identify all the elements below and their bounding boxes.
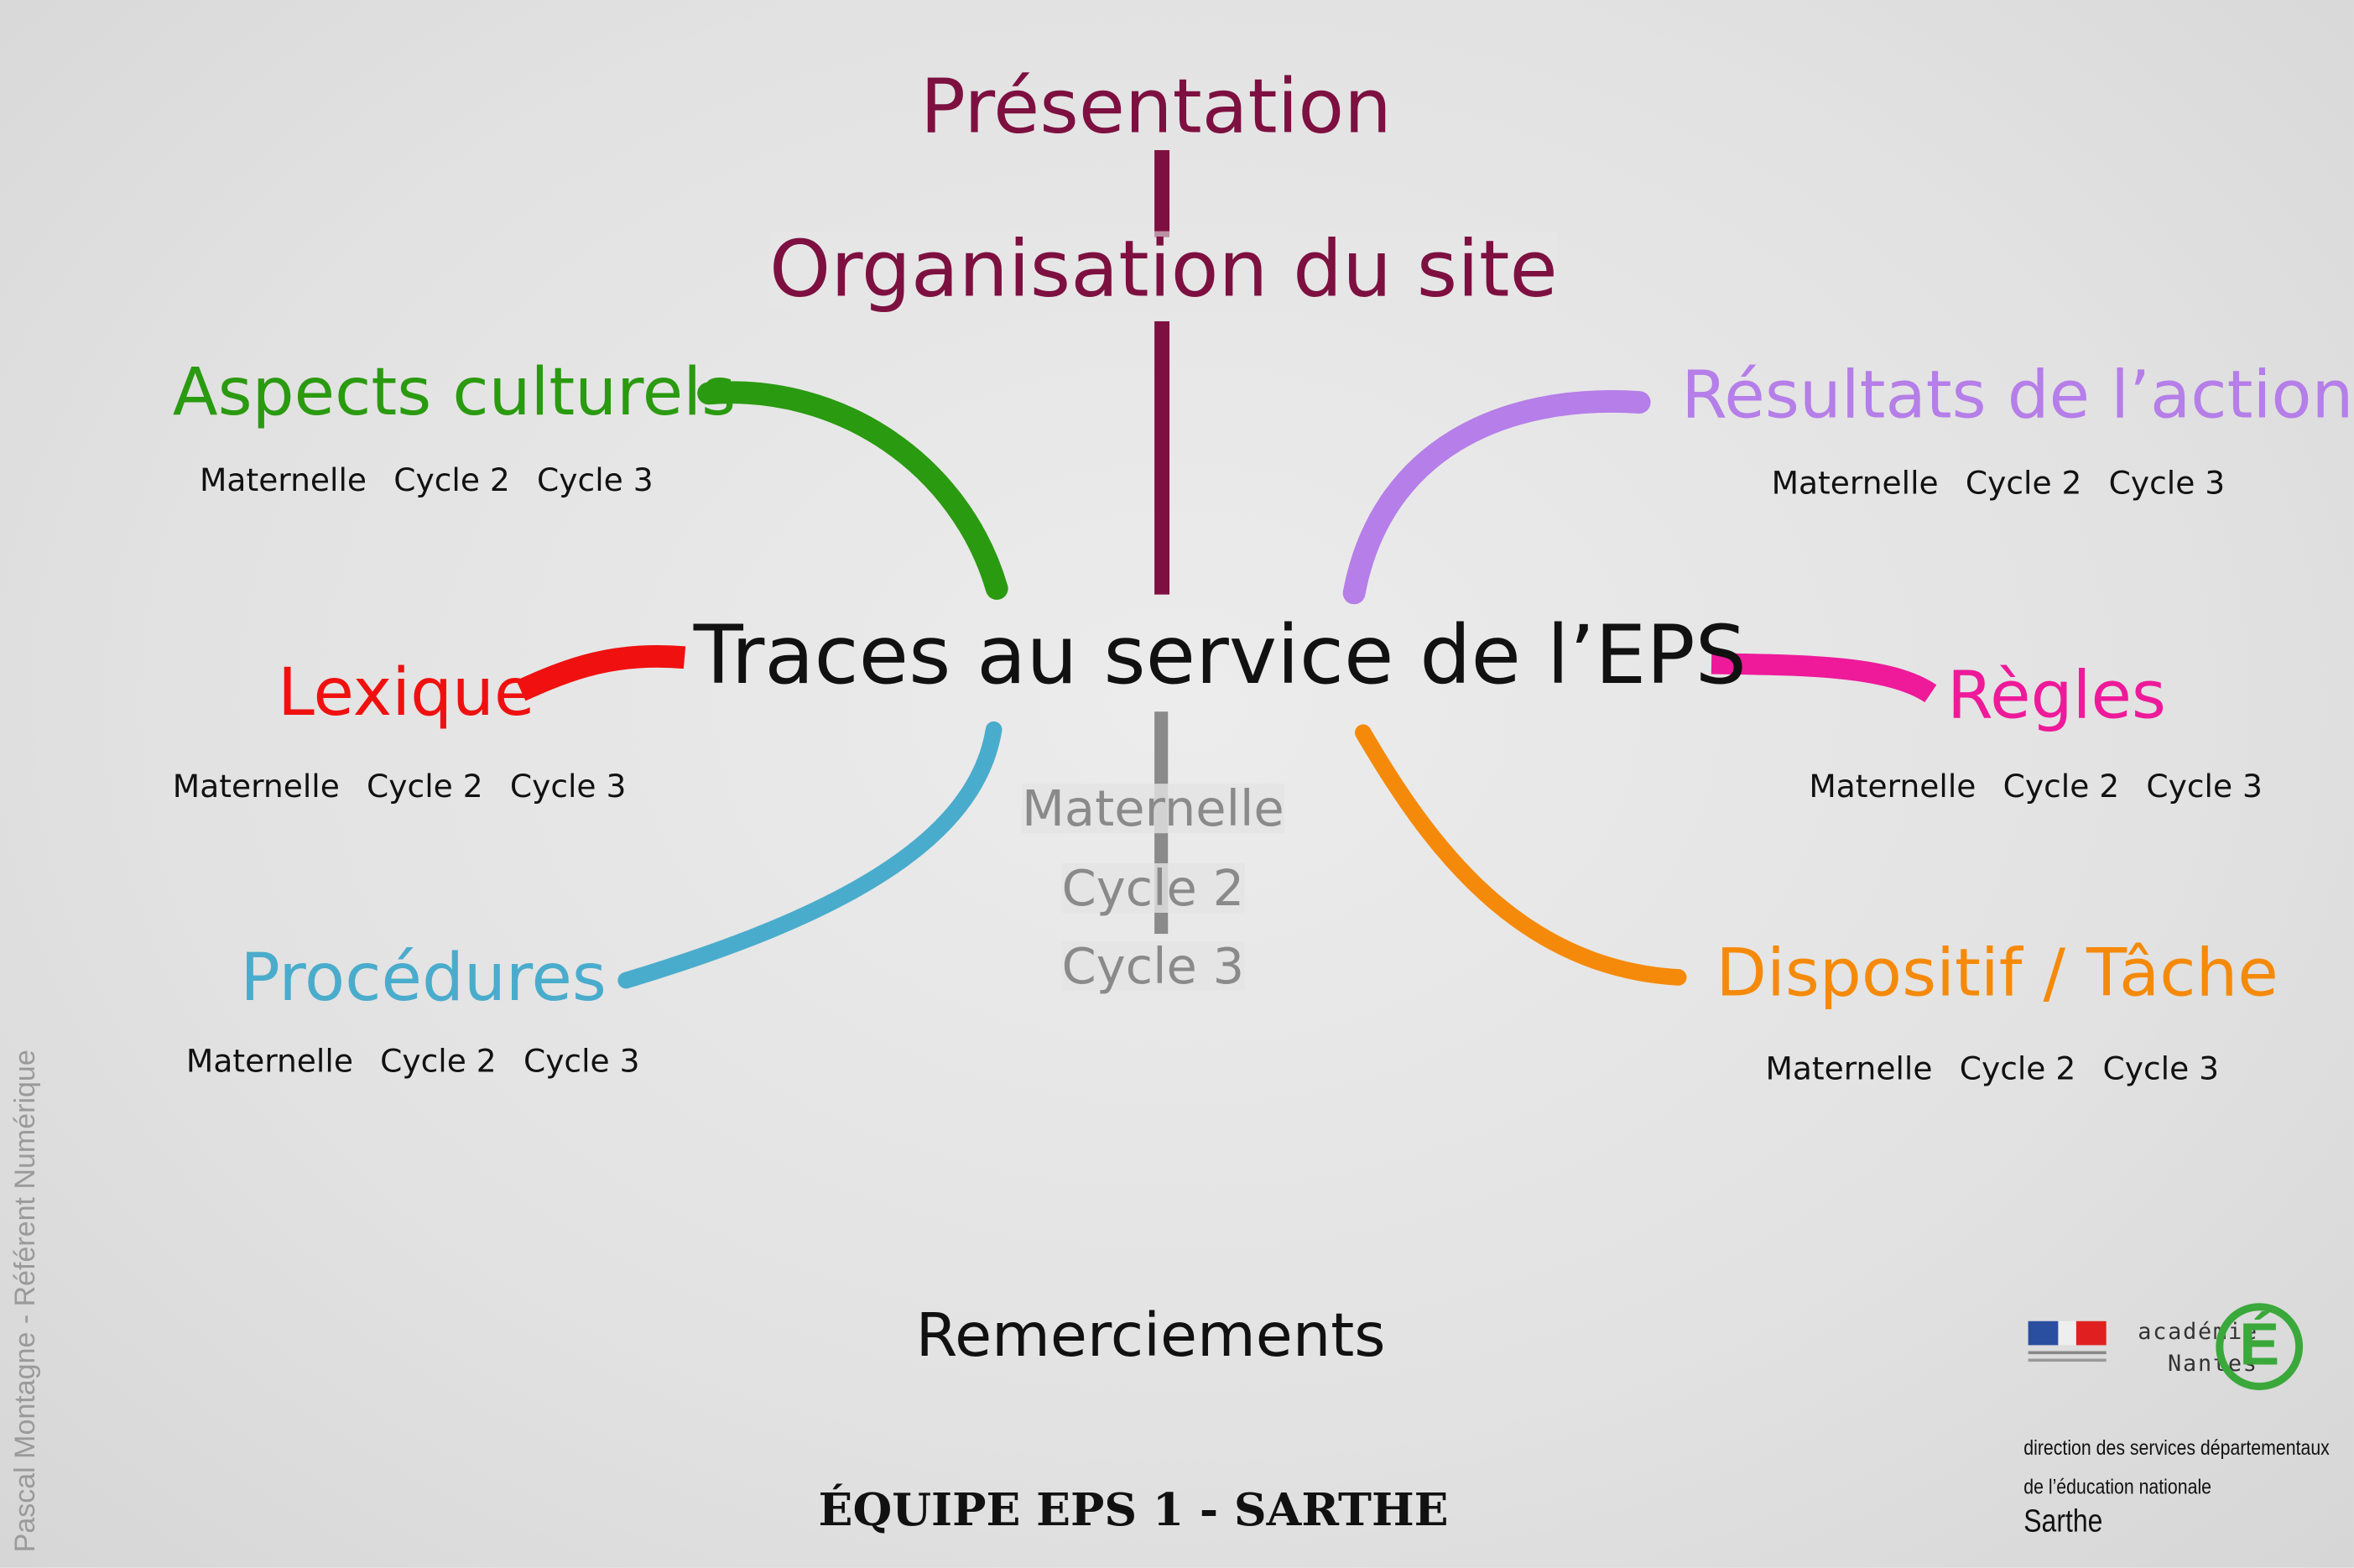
procedures-curve <box>617 721 1003 989</box>
level-link[interactable]: Maternelle <box>1809 768 1976 805</box>
e-letter: É <box>2239 1312 2280 1378</box>
dsden-line2: de l’éducation nationale <box>2023 1474 2212 1498</box>
lexique-curve <box>516 644 686 701</box>
level-link[interactable]: Cycle 2 <box>1959 1050 2076 1087</box>
team-label: ÉQUIPE EPS 1 - SARTHE <box>818 1484 1449 1538</box>
dispositif-link[interactable]: Dispositif / Tâche <box>1716 935 2278 1013</box>
connector-line <box>1154 320 1170 595</box>
connector-line <box>1154 149 1170 237</box>
presentation-link[interactable]: Présentation <box>919 63 1392 150</box>
level-link[interactable]: Cycle 2 <box>367 768 483 805</box>
lexique-link[interactable]: Lexique <box>278 654 535 732</box>
dsden-line3: Sarthe <box>2023 1504 2103 1539</box>
level-link[interactable]: Cycle 3 <box>537 462 654 499</box>
author-credit: Pascal Montagne - Référent Numérique <box>10 1050 43 1553</box>
organisation-link[interactable]: Organisation du site <box>768 225 1558 315</box>
aspects-culturels-link[interactable]: Aspects culturels <box>172 354 737 431</box>
academie-e-logo: É <box>2216 1303 2304 1391</box>
level-link[interactable]: Cycle 3 <box>2102 1050 2220 1087</box>
procedures-link[interactable]: Procédures <box>240 940 607 1017</box>
level-link[interactable]: Cycle 3 <box>523 1043 640 1080</box>
central-title: Traces au service de l’EPS <box>693 607 1747 703</box>
lexique-levels: Maternelle Cycle 2 Cycle 3 <box>173 771 654 804</box>
level-link[interactable]: Maternelle <box>200 462 367 499</box>
dispositif-curve <box>1355 724 1687 986</box>
resultats-levels: Maternelle Cycle 2 Cycle 3 <box>1771 465 2252 502</box>
remerciements-link[interactable]: Remerciements <box>915 1301 1386 1371</box>
level-link[interactable]: Cycle 3 <box>2108 465 2226 502</box>
level-link[interactable]: Maternelle <box>172 768 340 805</box>
level-link[interactable]: Cycle 2 <box>393 462 510 499</box>
level-link[interactable]: Maternelle <box>1765 1050 1933 1087</box>
center-level-link[interactable]: Cycle 3 <box>1061 936 1245 996</box>
level-link[interactable]: Cycle 3 <box>2146 768 2263 805</box>
marianne-logo <box>2028 1321 2107 1367</box>
level-link[interactable]: Cycle 3 <box>509 768 627 805</box>
regles-curve <box>1711 653 1937 703</box>
level-link[interactable]: Cycle 2 <box>380 1043 497 1080</box>
center-level-link[interactable]: Cycle 2 <box>1061 858 1245 918</box>
aspects-levels: Maternelle Cycle 2 Cycle 3 <box>200 465 680 497</box>
resultats-link[interactable]: Résultats de l’action <box>1681 357 2354 435</box>
center-level-link[interactable]: Maternelle <box>1021 779 1284 838</box>
resultats-curve <box>1342 390 1651 605</box>
dispositif-levels: Maternelle Cycle 2 Cycle 3 <box>1765 1050 2246 1087</box>
level-link[interactable]: Maternelle <box>1771 465 1939 502</box>
dsden-line1: direction des services départementaux <box>2023 1435 2330 1460</box>
procedures-levels: Maternelle Cycle 2 Cycle 3 <box>185 1043 667 1080</box>
regles-levels: Maternelle Cycle 2 Cycle 3 <box>1809 771 2289 804</box>
regles-link[interactable]: Règles <box>1946 657 2166 735</box>
aspects-curve <box>697 381 1008 600</box>
level-link[interactable]: Cycle 2 <box>2002 768 2120 805</box>
level-link[interactable]: Maternelle <box>185 1043 353 1080</box>
level-link[interactable]: Cycle 2 <box>1965 465 2082 502</box>
